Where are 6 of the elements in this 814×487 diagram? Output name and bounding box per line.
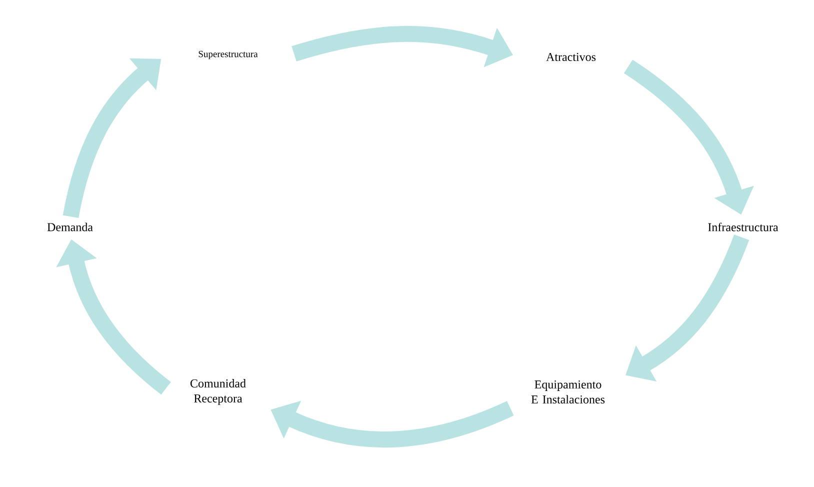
node-label: Comunidad Receptora	[190, 379, 246, 405]
node-label: Demanda	[47, 222, 93, 232]
node-label: Infraestructura	[708, 222, 778, 232]
node-label: Equipamiento E Instalaciones	[531, 380, 605, 404]
node-label: Atractivos	[546, 52, 596, 62]
node-label: Superestructura	[198, 50, 258, 60]
